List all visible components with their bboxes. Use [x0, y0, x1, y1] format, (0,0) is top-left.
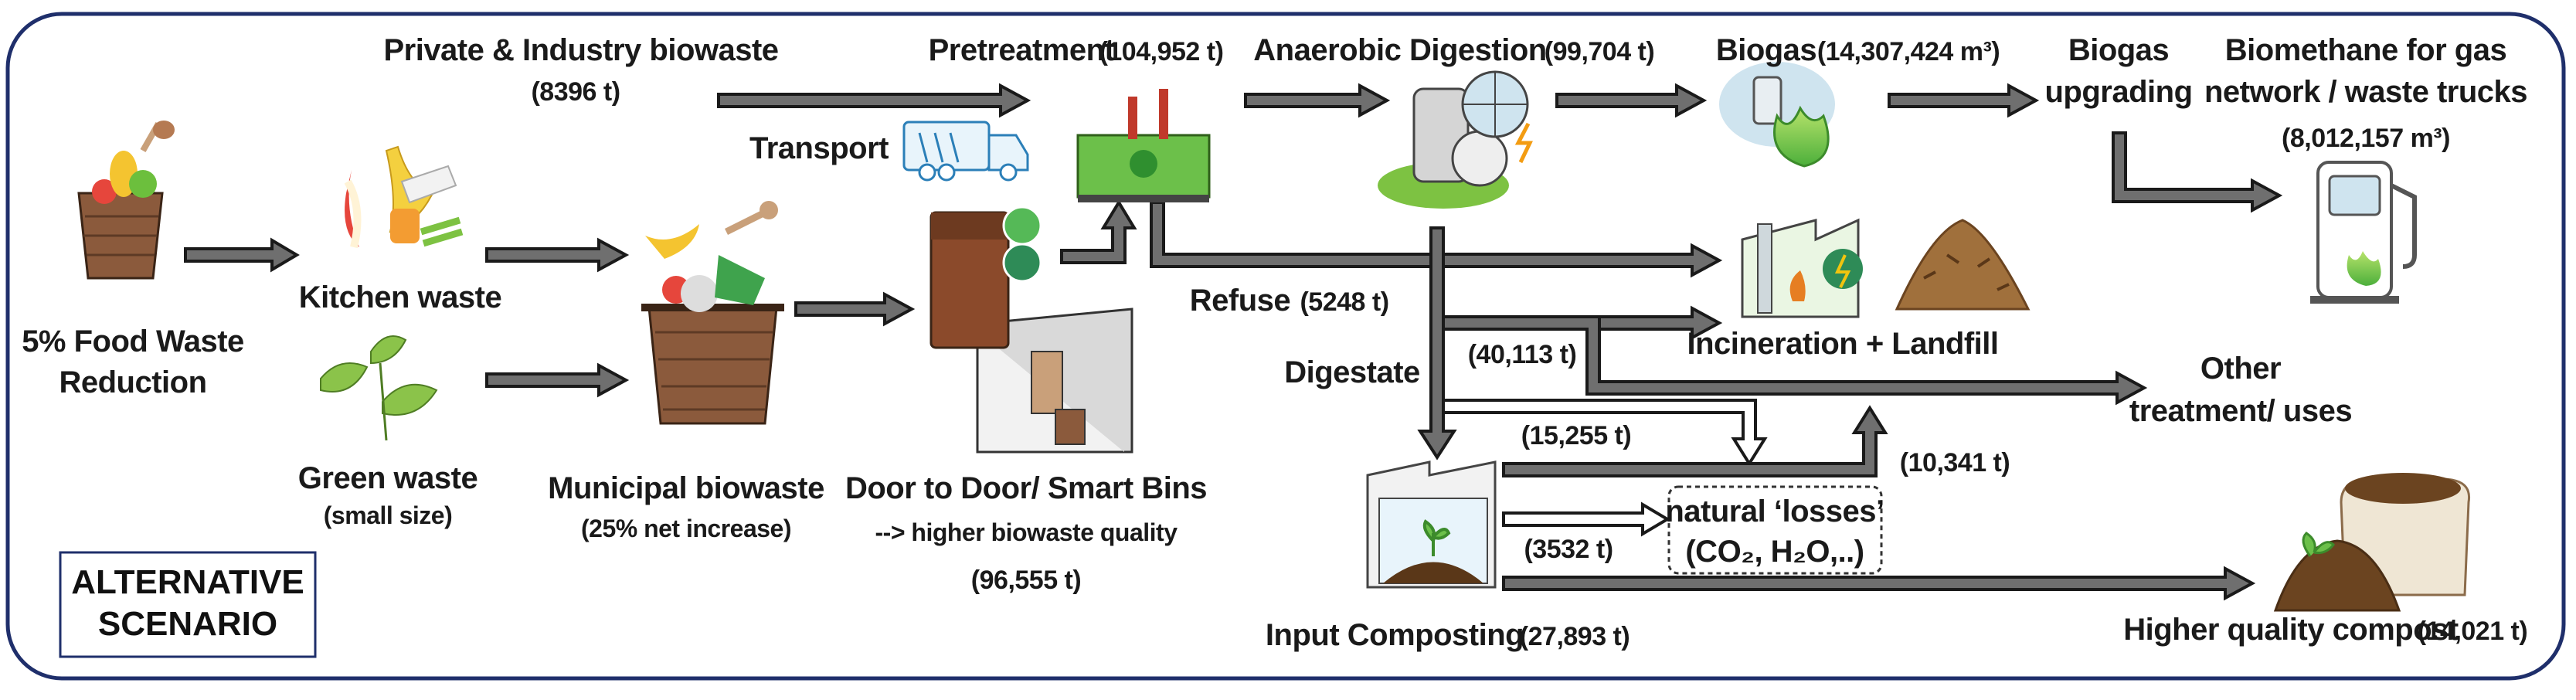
arrow-15255-white [1442, 399, 1768, 467]
digestate-label: Digestate [1284, 355, 1420, 389]
composting-label: Input Composting [1266, 618, 1524, 652]
refuse-label: Refuse [1190, 284, 1290, 318]
other-line2: treatment/ uses [2129, 394, 2352, 428]
biogas-flame-icon [1719, 62, 1835, 168]
flow-3532-value: (3532 t) [1524, 535, 1613, 564]
door-label: Door to Door/ Smart Bins [845, 471, 1207, 505]
refuse-value: (5248 t) [1300, 287, 1388, 317]
kitchen-waste-icon [344, 145, 464, 249]
pretreatment-plant-icon [1076, 89, 1211, 202]
arrow-kitchen-to-municipal [485, 237, 630, 273]
anaerobic-value: (99,704 t) [1545, 37, 1654, 66]
arrow-pretreatment-to-digestion [1244, 83, 1391, 118]
food-reduction-line1: 5% Food Waste [22, 325, 244, 358]
biomethane-line1: Biomethane for gas [2225, 33, 2506, 67]
compost-value: (14,021 t) [2418, 617, 2527, 646]
scenario-line1: ALTERNATIVE [71, 563, 304, 601]
municipal-basket-icon [641, 201, 784, 425]
municipal-label: Municipal biowaste [548, 471, 824, 505]
garbage-truck-icon [902, 121, 1029, 182]
food-basket-icon [77, 121, 175, 280]
smart-bin-icon [929, 206, 1133, 454]
waste-heap-icon [1895, 219, 2031, 311]
biogas-value: (14,307,424 m³) [1817, 37, 2000, 66]
pretreatment-value: (104,952 t) [1099, 37, 1224, 66]
incineration-label: Incineration + Landfill [1687, 327, 1999, 361]
arrow-private-to-pretreatment [717, 83, 1031, 118]
incinerator-icon [1741, 218, 1863, 318]
other-line1: Other [2200, 352, 2281, 386]
outer-frame [5, 12, 2566, 681]
pretreatment-label: Pretreatment [929, 33, 1115, 67]
digestate-value: (40,113 t) [1468, 340, 1577, 369]
municipal-sub: (25% net increase) [581, 515, 791, 542]
arrow-reduction-to-kitchen [184, 237, 300, 273]
arrow-composting-to-compost [1502, 566, 2256, 601]
flow-arrows [184, 83, 2283, 601]
biogas-label: Biogas [1716, 33, 1816, 67]
scenario-line2: SCENARIO [98, 605, 277, 643]
arrow-biogas-to-upgrading [1888, 83, 2040, 118]
compost-sack-icon [2273, 473, 2471, 612]
green-sub: (small size) [324, 501, 453, 529]
arrow-upgrading-to-biomethane [2112, 131, 2283, 213]
losses-box [1667, 485, 1883, 575]
composting-shed-icon [1366, 460, 1497, 589]
losses-label: natural ‘losses’ [1665, 494, 1884, 528]
upgrading-line2: upgrading [2044, 75, 2192, 109]
green-label: Green waste [298, 461, 477, 495]
arrow-digestate-to-composting [1417, 226, 1457, 460]
private-value: (8396 t) [531, 77, 620, 107]
fuel-pump-icon [2310, 161, 2417, 304]
flow-10341-value: (10,341 t) [1900, 448, 2010, 477]
green-leaves-icon [320, 335, 438, 441]
compost-label: Higher quality compost [2123, 613, 2459, 647]
arrow-municipal-to-door [794, 291, 916, 327]
transport-label: Transport [749, 131, 889, 165]
door-value: (96,555 t) [971, 566, 1081, 595]
scenario-box [59, 551, 317, 658]
arrow-10341-up [1502, 405, 1888, 477]
food-reduction-line2: Reduction [59, 365, 206, 399]
door-sub: --> higher biowaste quality [875, 518, 1178, 546]
losses-sub: (CO₂, H₂O,..) [1685, 535, 1864, 569]
arrow-refuse-to-incineration [1150, 201, 1723, 278]
arrow-door-to-pretreatment [1060, 199, 1137, 264]
arrow-digestate-to-other [1442, 315, 2148, 406]
digester-icon [1378, 70, 1533, 209]
biomethane-line2: network / waste trucks [2204, 75, 2527, 109]
arrow-digestion-to-biogas [1555, 83, 1708, 118]
flow-15255-value: (15,255 t) [1521, 421, 1631, 450]
arrow-green-to-municipal [485, 362, 630, 398]
kitchen-label: Kitchen waste [299, 280, 501, 314]
private-label: Private & Industry biowaste [383, 33, 778, 67]
composting-value: (27,893 t) [1520, 622, 1630, 651]
arrow-3532-white [1502, 501, 1670, 537]
anaerobic-label: Anaerobic Digestion [1253, 33, 1546, 67]
biomethane-value: (8,012,157 m³) [2282, 124, 2450, 153]
upgrading-line1: Biogas [2068, 33, 2169, 67]
